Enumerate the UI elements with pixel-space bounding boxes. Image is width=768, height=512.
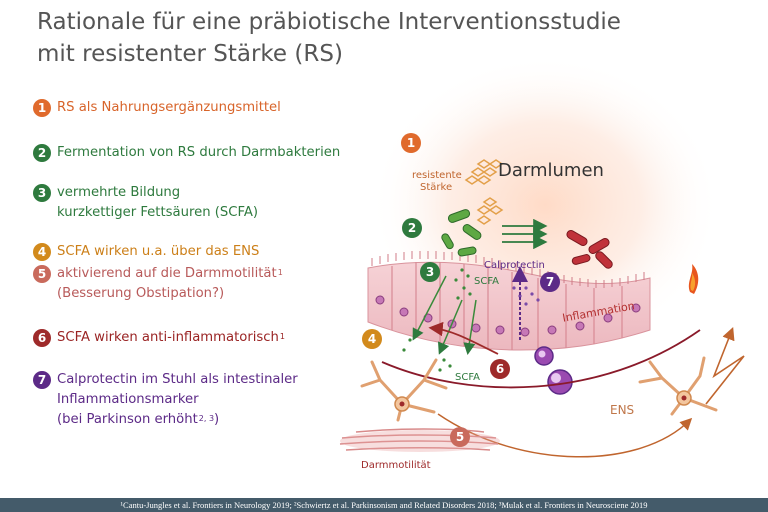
red-bacteria: [566, 230, 613, 269]
legend-text-4: SCFA wirken u.a. über das ENS: [57, 244, 260, 259]
badge-1: 1: [33, 99, 51, 117]
diagram-badge-3-text: 3: [426, 265, 434, 279]
legend-text-3a: vermehrte Bildung: [57, 185, 181, 200]
rs-label-line1: resistente: [412, 170, 462, 181]
diagram-badge-1: [401, 133, 421, 153]
page-title: Rationale für eine präbiotische Interven…: [37, 6, 621, 70]
legend-item-2: 2 Fermentation von RS durch Darmbakterie…: [33, 143, 340, 163]
cell-dividers: [391, 262, 623, 350]
calprotectin-dots: [512, 286, 540, 306]
title-line-1: Rationale für eine präbiotische Interven…: [37, 9, 621, 35]
legend-sup-5: 1: [277, 268, 283, 277]
badge-3: 3: [33, 184, 51, 202]
diagram-badge-7: [540, 272, 560, 292]
diagram-badge-7-text: 7: [546, 275, 554, 289]
legend-item-4: 4 SCFA wirken u.a. über das ENS: [33, 242, 259, 262]
scfa-label-bottom: SCFA: [455, 372, 480, 383]
badge-6: 6: [33, 329, 51, 347]
diagram-badge-3: [420, 262, 440, 282]
legend-item-5: 5 aktivierend auf die Darmmotilität1 (Be…: [33, 264, 283, 304]
badge-2: 2: [33, 144, 51, 162]
legend-sup-6: 1: [279, 332, 285, 341]
scfa-label-top: SCFA: [474, 276, 499, 287]
legend-text-6: SCFA wirken anti-inflammatorisch: [57, 330, 279, 345]
diagram-badge-6-text: 6: [496, 362, 504, 376]
inflammation-curve: [381, 329, 701, 389]
ens-neurons: [360, 356, 718, 422]
calprotectin-label: Calprotectin: [484, 260, 545, 271]
diagram-badge-2-text: 2: [408, 221, 416, 235]
legend-text-1: RS als Nahrungsergänzungsmittel: [57, 100, 281, 115]
legend-text-5a: aktivierend auf die Darmmotilität: [57, 266, 277, 281]
fermentation-arrows: [502, 218, 548, 250]
green-bacteria: [441, 209, 482, 257]
scfa-dots: [402, 268, 472, 372]
motility-label: Darmmotilität: [361, 460, 431, 471]
scfa-arrows: [412, 275, 477, 355]
anti-inflammation-arrow: [428, 321, 499, 355]
legend-text-5b: (Besserung Obstipation?): [57, 286, 225, 301]
gut-diagram: 1 2 3 4 5 6 7 Darmlumen resistente Stärk…: [339, 55, 745, 471]
lumen-label: Darmlumen: [498, 160, 604, 181]
legend-text-3b: kurzkettiger Fettsäuren (SCFA): [57, 205, 259, 220]
legend-suffix-7: ): [214, 412, 220, 427]
badge-5: 5: [33, 265, 51, 283]
legend-sup-7: 2, 3: [198, 414, 215, 423]
diagram-badge-6: [490, 359, 510, 379]
legend-text-7a: Calprotectin im Stuhl als intestinaler: [57, 372, 298, 387]
motility-zigzag: [705, 327, 745, 405]
diagram-badge-4-text: 4: [368, 332, 376, 346]
badge-4: 4: [33, 243, 51, 261]
starch-molecules: [464, 159, 504, 225]
ens-label: ENS: [610, 403, 634, 417]
ens-arrow: [437, 413, 693, 458]
diagram-badge-1-text: 1: [407, 136, 415, 150]
muscle-band: [340, 430, 500, 452]
legend-item-6: 6 SCFA wirken anti-inflammatorisch1: [33, 328, 285, 348]
badge-7: 7: [33, 371, 51, 389]
legend-text-2: Fermentation von RS durch Darmbakterien: [57, 145, 341, 160]
diagram-badge-5-text: 5: [456, 430, 464, 444]
diagram-badge-4: [362, 329, 382, 349]
diagram-badge-5: [450, 427, 470, 447]
immune-cells: [534, 346, 573, 395]
legend-text-7c: (bei Parkinson erhöht: [57, 412, 198, 427]
legend-text-7b: Inflammationsmarker: [57, 392, 199, 407]
rs-label-line2: Stärke: [420, 182, 452, 193]
muscle-layer: [339, 428, 499, 451]
legend-item-1: 1 RS als Nahrungsergänzungsmittel: [33, 98, 281, 118]
nuclei: [375, 295, 641, 337]
references-footer: ¹Cantu-Jungles et al. Frontiers in Neuro…: [0, 498, 768, 512]
legend-item-3: 3 vermehrte Bildung kurzkettiger Fettsäu…: [33, 183, 258, 223]
neuron-nucleus-left: [399, 401, 405, 407]
title-line-2: mit resistenter Stärke (RS): [37, 41, 343, 67]
legend-item-7: 7 Calprotectin im Stuhl als intestinaler…: [33, 370, 298, 430]
diagram-badges: [362, 133, 560, 447]
diagram-badge-2: [402, 218, 422, 238]
neuron-nucleus-right: [681, 395, 687, 401]
flame-core: [690, 273, 696, 291]
